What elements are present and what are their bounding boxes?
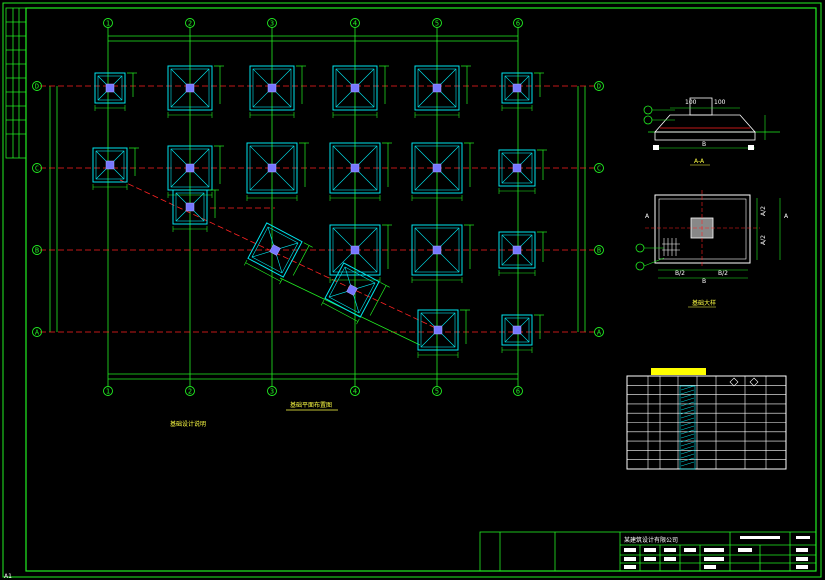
footing-3: [249, 65, 306, 118]
cut-mark-left: A: [645, 213, 650, 220]
footing-6: [501, 72, 544, 111]
notes-title: 基础设计说明: [170, 420, 206, 428]
footing-20: [320, 262, 390, 325]
svg-text:4: 4: [353, 20, 357, 28]
dim-100-left: 100: [685, 99, 697, 106]
axis-bubble-top-1: 1: [103, 18, 113, 28]
axis-bubble-top-4: 4: [350, 18, 360, 28]
detail-title: 基础大样: [692, 299, 716, 307]
svg-text:1: 1: [106, 388, 110, 396]
footing-10: [329, 142, 392, 201]
row-gridlines: [40, 85, 595, 333]
svg-text:3: 3: [270, 20, 274, 28]
axis-bubble-bottom-1: 1: [103, 386, 113, 396]
axis-bubble-top-6: 6: [513, 18, 523, 28]
dimension-lines: [49, 35, 586, 380]
axis-bubble-left-B: B: [32, 245, 42, 255]
half-b-right: B/2: [718, 270, 728, 277]
section-dim-b: B: [702, 141, 706, 148]
footing-12: [498, 149, 547, 194]
svg-text:2: 2: [188, 20, 192, 28]
footing-9: [246, 142, 309, 201]
svg-text:D: D: [597, 83, 601, 91]
cut-mark-right: A: [784, 213, 789, 220]
axis-bubble-bottom-3: 3: [267, 386, 277, 396]
axis-bubble-top-5: 5: [432, 18, 442, 28]
axis-bubble-bottom-6: 6: [513, 386, 523, 396]
title-block-fills: [624, 536, 810, 569]
svg-text:6: 6: [516, 20, 520, 28]
company-name: 某建筑设计有限公司: [624, 536, 678, 544]
svg-text:B: B: [35, 247, 39, 255]
svg-text:3: 3: [270, 388, 274, 396]
revision-strip: [5, 7, 27, 159]
svg-text:5: 5: [435, 20, 439, 28]
svg-text:6: 6: [516, 388, 520, 396]
footing-1: [94, 72, 137, 111]
axis-bubble-right-B: B: [594, 245, 604, 255]
half-b-left: B/2: [675, 270, 685, 277]
footing-19: [243, 222, 313, 285]
axis-bubble-top-3: 3: [267, 18, 277, 28]
footing-8: [167, 145, 224, 198]
half-a-top: A/2: [760, 206, 767, 216]
footing-4: [332, 65, 389, 118]
half-a-bottom: A/2: [760, 235, 767, 245]
axis-bubble-right-A: A: [594, 327, 604, 337]
svg-text:5: 5: [435, 388, 439, 396]
drawing-frame: [25, 7, 817, 572]
axis-bubble-left-A: A: [32, 327, 42, 337]
axis-bubble-left-C: C: [32, 163, 42, 173]
footing-5: [414, 65, 471, 118]
footing-13: [329, 224, 392, 283]
plan-title: 基础平面布置图: [290, 401, 332, 409]
footing-17: [501, 314, 544, 353]
diagonal-gridline: [119, 179, 441, 331]
axis-bubble-bottom-5: 5: [432, 386, 442, 396]
title-block: [479, 531, 817, 572]
footing-2: [167, 65, 224, 118]
dim-100-right: 100: [714, 99, 726, 106]
svg-text:4: 4: [353, 388, 357, 396]
footing-15: [498, 231, 547, 276]
svg-text:A: A: [35, 329, 40, 337]
axis-bubble-right-C: C: [594, 163, 604, 173]
sheet-size-label: A1: [4, 573, 12, 580]
section-aa-detail: 100 100 B A-A: [643, 97, 780, 166]
svg-text:C: C: [597, 165, 601, 173]
svg-text:B: B: [597, 247, 601, 255]
footing-7: [92, 147, 139, 190]
section-title: A-A: [694, 158, 705, 165]
footing-18: [172, 189, 219, 232]
axis-bubble-bottom-4: 4: [350, 386, 360, 396]
footings: [92, 65, 547, 358]
footing-14: [411, 224, 474, 283]
footing-schedule-table: [626, 368, 787, 470]
axis-bubble-left-D: D: [32, 81, 42, 91]
svg-text:D: D: [35, 83, 39, 91]
footing-11: [411, 142, 474, 201]
footing-16: [417, 309, 470, 358]
plan-dim-b: B: [702, 278, 706, 285]
svg-text:C: C: [35, 165, 39, 173]
axis-bubble-bottom-2: 2: [185, 386, 195, 396]
svg-text:A: A: [597, 329, 602, 337]
axis-bubble-right-D: D: [594, 81, 604, 91]
svg-text:1: 1: [106, 20, 110, 28]
footing-plan-detail: B/2 B/2 B A/2 A/2 A A 基础大样: [635, 190, 789, 308]
svg-text:2: 2: [188, 388, 192, 396]
axis-bubble-top-2: 2: [185, 18, 195, 28]
